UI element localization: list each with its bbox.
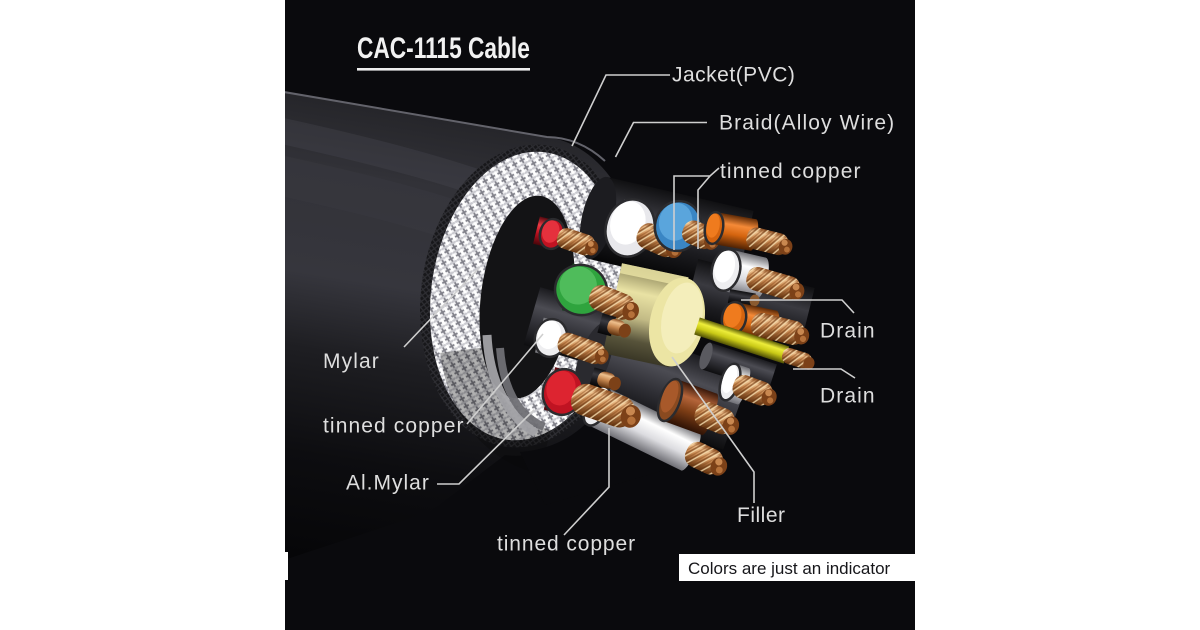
- svg-text:Filler: Filler: [737, 504, 786, 527]
- svg-text:Drain: Drain: [820, 385, 876, 408]
- svg-text:Al.Mylar: Al.Mylar: [346, 472, 430, 495]
- svg-text:tinned copper: tinned copper: [720, 160, 862, 183]
- svg-text:Colors are just an indicator: Colors are just an indicator: [688, 559, 891, 578]
- svg-text:Jacket(PVC): Jacket(PVC): [672, 64, 795, 87]
- svg-text:Mylar: Mylar: [323, 350, 380, 373]
- svg-text:tinned copper: tinned copper: [323, 415, 465, 438]
- svg-text:tinned copper: tinned copper: [497, 533, 636, 556]
- svg-text:CAC-1115 Cable: CAC-1115 Cable: [357, 31, 530, 65]
- svg-text:Braid(Alloy Wire): Braid(Alloy Wire): [719, 112, 895, 135]
- svg-text:Drain: Drain: [820, 320, 876, 343]
